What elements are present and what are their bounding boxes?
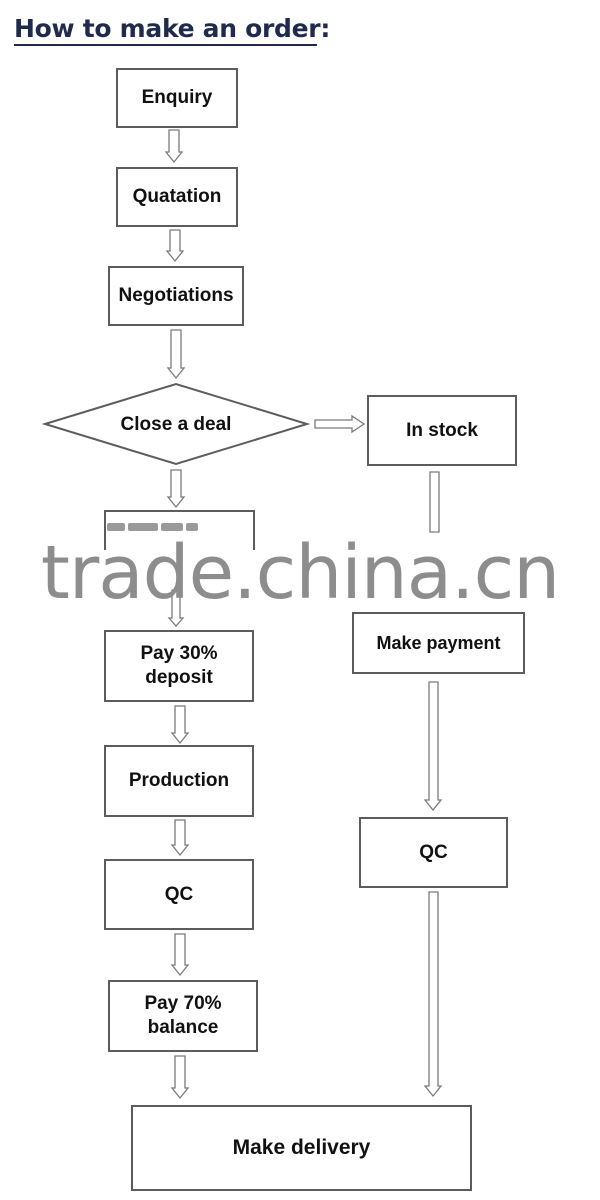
down-arrow [170, 1055, 190, 1100]
make-delivery-box: Make delivery [131, 1105, 472, 1191]
down-arrow [170, 933, 190, 977]
close-deal-diamond [41, 382, 311, 466]
make-payment-box: Make payment [352, 612, 525, 674]
obscured-label [107, 518, 247, 532]
in-stock-box: In stock [367, 395, 517, 466]
down-arrow [170, 705, 190, 745]
title-underline [14, 44, 317, 46]
enquiry-box: Enquiry [116, 68, 238, 128]
watermark: trade.china.cn [40, 530, 560, 616]
page-title: How to make an order: [14, 14, 331, 43]
right-arrow [314, 414, 366, 434]
negotiations-box: Negotiations [108, 266, 244, 326]
close-deal-label: Close a deal [120, 414, 232, 435]
down-arrow [166, 469, 186, 509]
pay-balance-box: Pay 70% balance [108, 980, 258, 1052]
qc-stock-box: QC [359, 817, 508, 888]
down-arrow [167, 589, 185, 627]
down-arrow [166, 329, 186, 380]
down-arrow [429, 471, 440, 533]
quotation-box: Quatation [116, 167, 238, 227]
production-box: Production [104, 745, 254, 817]
down-arrow [423, 891, 443, 1098]
down-arrow [423, 681, 443, 812]
qc-production-box: QC [104, 859, 254, 930]
down-arrow [164, 129, 184, 164]
pay-deposit-box: Pay 30% deposit [104, 630, 254, 702]
down-arrow [165, 229, 185, 263]
down-arrow [170, 819, 190, 857]
